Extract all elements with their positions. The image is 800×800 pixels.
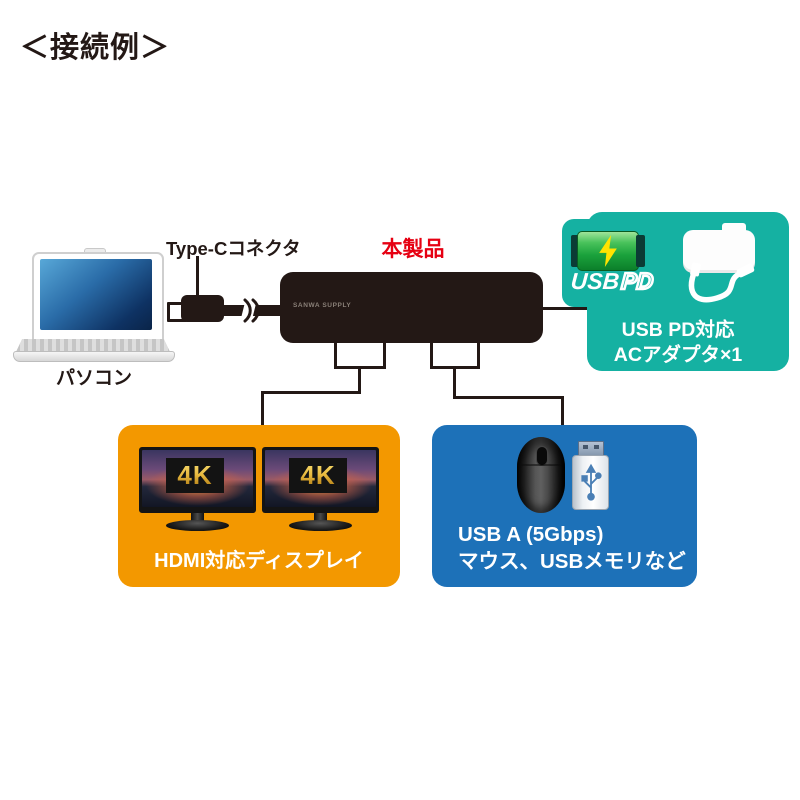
- pc-label: パソコン: [55, 368, 132, 389]
- hdmi-caption: HDMI対応ディスプレイ: [154, 550, 364, 572]
- usb-drive-body: [572, 455, 609, 510]
- usb-trident-icon: [580, 463, 602, 501]
- usba-elbow-h: [453, 396, 564, 399]
- ac-adapter-cable: [688, 263, 744, 303]
- monitor-icon: 4K: [139, 447, 256, 531]
- hub-brand-text: SANWA SUPPLY: [293, 302, 352, 309]
- usba-caption-line2: マウス、USBメモリなど: [458, 550, 686, 573]
- hdmi-elbow-h: [261, 391, 361, 394]
- monitor-stand-base: [166, 520, 229, 531]
- pd-caption-line2: ACアダプタ×1: [613, 344, 743, 366]
- product-label: 本製品: [381, 238, 445, 261]
- hdmi-port-line-1: [334, 343, 337, 369]
- usb-pd-logo-usb: USB: [569, 268, 621, 294]
- usba-stem: [453, 366, 456, 399]
- mouse-icon: [517, 437, 565, 513]
- hub-to-pd-line: [543, 307, 588, 310]
- monitor-4k-label: 4K: [300, 460, 336, 490]
- laptop-icon: [32, 252, 164, 343]
- usba-caption-line1: USB A (5Gbps): [458, 523, 604, 546]
- usba-caption: USB A (5Gbps) マウス、USBメモリなど: [458, 521, 686, 575]
- mouse-wheel: [536, 446, 548, 466]
- monitor-4k-panel: 4K: [289, 458, 347, 493]
- typec-plug-icon: [181, 295, 224, 322]
- usba-port-line-2: [477, 343, 480, 369]
- hdmi-box: 4K 4K HDMI対応ディスプレイ: [118, 425, 400, 587]
- usba-box: USB A (5Gbps) マウス、USBメモリなど: [432, 425, 697, 587]
- battery-cap-right: [636, 235, 645, 267]
- usba-port-line-1: [430, 343, 433, 369]
- monitor-4k-panel: 4K: [166, 458, 224, 493]
- monitor-stand-base: [289, 520, 352, 531]
- usb-drive-icon: [572, 441, 609, 533]
- page-title: ＜接続例＞: [20, 32, 171, 64]
- battery-icon: [571, 231, 645, 271]
- typec-connector-label: Type-Cコネクタ: [166, 238, 301, 259]
- monitor-icon: 4K: [262, 447, 379, 531]
- usba-drop-line: [561, 396, 564, 426]
- monitor-bezel: 4K: [262, 447, 379, 513]
- mouse-button-split: [521, 464, 561, 466]
- monitor-stand-neck: [191, 513, 204, 521]
- typec-pointer-line: [196, 256, 199, 297]
- pd-caption-line1: USB PD対応: [621, 319, 735, 341]
- monitor-bezel: 4K: [139, 447, 256, 513]
- battery-cap-left: [571, 235, 580, 267]
- hdmi-stem: [358, 366, 361, 394]
- monitor-4k-label: 4K: [177, 460, 213, 490]
- hdmi-drop-line: [261, 391, 264, 426]
- usb-pd-logo: USBPD: [559, 267, 665, 296]
- cable-break-icon: [243, 298, 260, 323]
- monitor-stand-neck: [314, 513, 327, 521]
- laptop-keyboard: [16, 339, 170, 352]
- pd-caption: USB PD対応 ACアダプタ×1: [577, 318, 779, 368]
- laptop-base: [13, 351, 175, 362]
- laptop-screen: [40, 259, 152, 330]
- hdmi-port-line-2: [383, 343, 386, 369]
- usb-pd-logo-pd: PD: [619, 267, 655, 296]
- usb-hub-device: SANWA SUPPLY: [280, 272, 543, 343]
